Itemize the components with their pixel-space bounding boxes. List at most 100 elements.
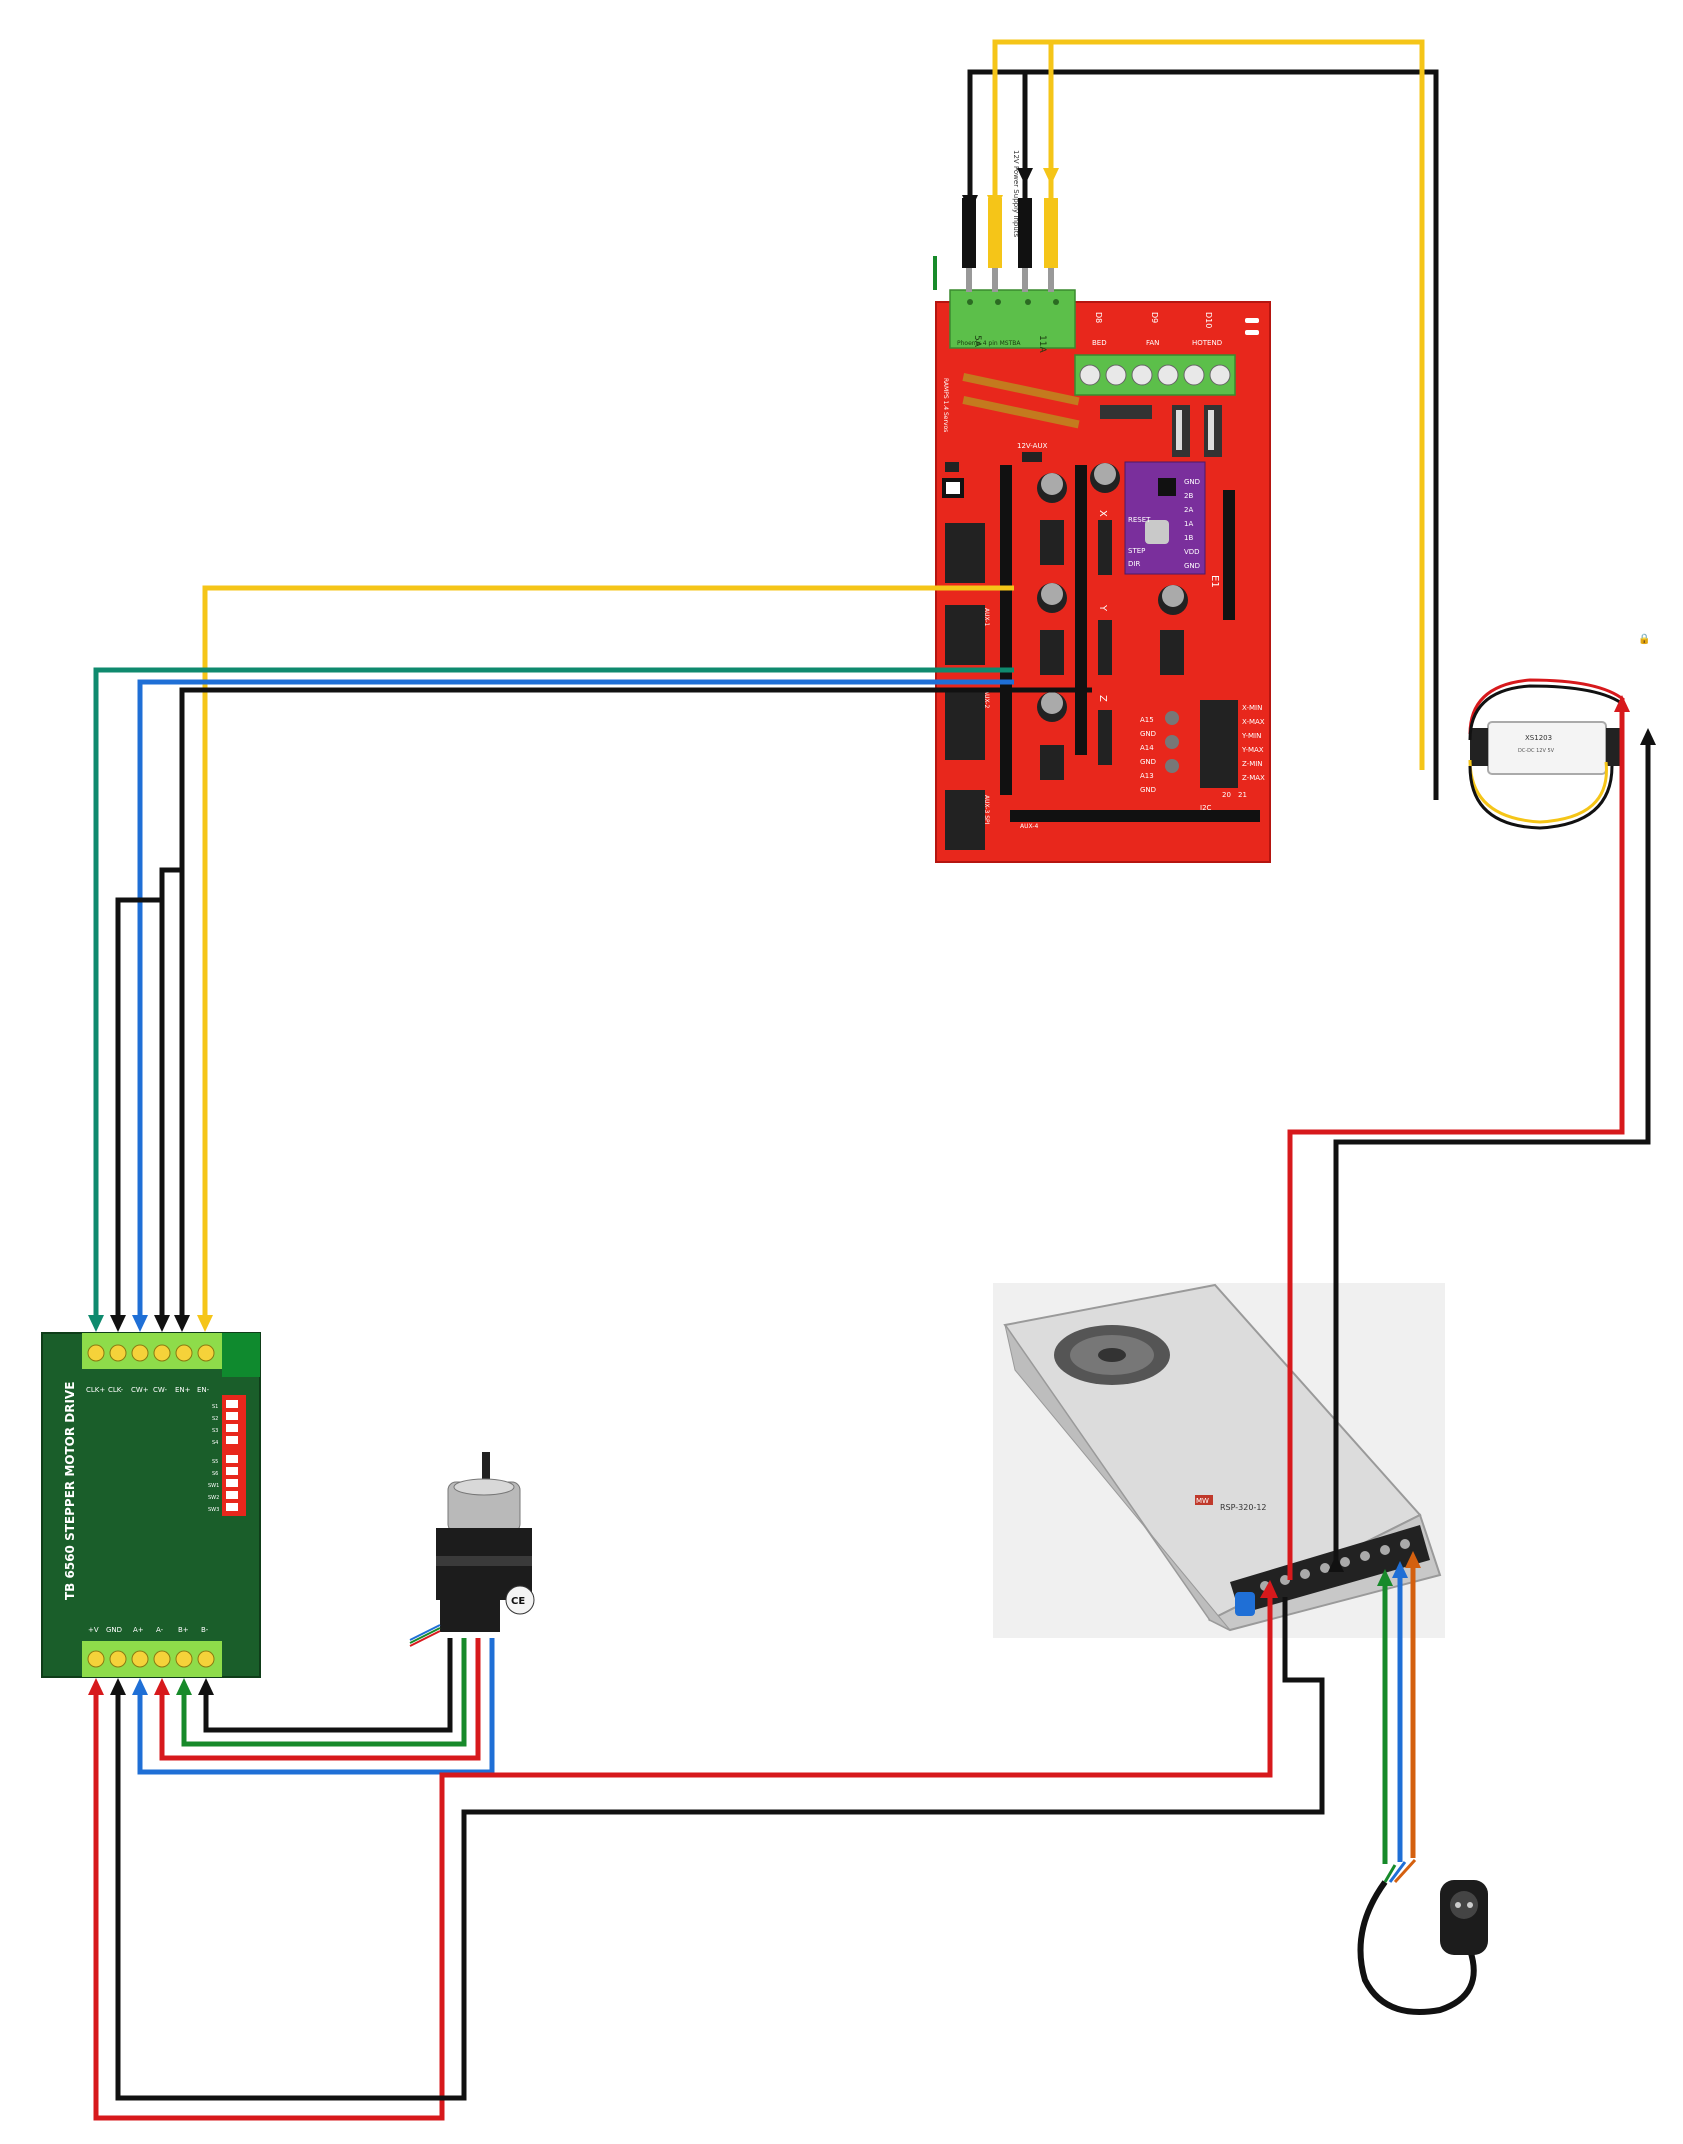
label-aux1: AUX-1 bbox=[983, 608, 990, 626]
endstop-1: X-MAX bbox=[1242, 718, 1265, 726]
analog-1: GND bbox=[1140, 730, 1156, 738]
stepstick-left-pin-1: STEP bbox=[1128, 547, 1145, 555]
power-supply: MW RSP-320-12 bbox=[993, 1283, 1445, 1638]
arrowheads bbox=[88, 168, 1656, 1695]
label-fan: FAN bbox=[1146, 339, 1159, 347]
terminal-label-11a: 11A bbox=[1037, 335, 1047, 353]
stepstick-driver: GND 2B 2A 1A 1B VDD GND RESET STEP DIR bbox=[1124, 461, 1206, 575]
endstop-3: Y-MAX bbox=[1241, 746, 1264, 754]
terminal-caption: Phoenix 4 pin MSTBA bbox=[957, 340, 1021, 347]
dip-label-2: S3 bbox=[212, 1428, 218, 1434]
dip2-label-0: SW1 bbox=[208, 1483, 219, 1489]
i2c-pin-20: 20 bbox=[1222, 791, 1231, 799]
wire-yellow-en bbox=[202, 585, 1014, 1318]
analog-3: GND bbox=[1140, 758, 1156, 766]
driver-top-label-3: CW- bbox=[153, 1386, 168, 1394]
endstop-4: Z-MIN bbox=[1242, 760, 1263, 768]
label-hotend: HOTEND bbox=[1192, 339, 1222, 347]
wire-motor-red bbox=[159, 1638, 481, 1761]
analog-5: GND bbox=[1140, 786, 1156, 794]
psu-model: RSP-320-12 bbox=[1220, 1503, 1267, 1512]
driver-top-screws bbox=[87, 1344, 215, 1362]
converter-sub: DC-DC 12V 5V bbox=[1518, 748, 1555, 754]
i2c-label: I2C bbox=[1200, 804, 1212, 812]
analog-0: A15 bbox=[1140, 716, 1154, 724]
psu-brand: MW bbox=[1196, 1497, 1209, 1505]
endstop-2: Y-MIN bbox=[1241, 732, 1261, 740]
ce-badge bbox=[505, 1585, 535, 1615]
endstop-0: X-MIN bbox=[1242, 704, 1262, 712]
stepstick-pin-5: VDD bbox=[1184, 548, 1200, 556]
wire-black-top-1 bbox=[967, 69, 1439, 800]
i2c-pin-21: 21 bbox=[1238, 791, 1247, 799]
dip-label-0: S1 bbox=[212, 1404, 218, 1410]
wire-black-gnd-3 bbox=[115, 897, 162, 1318]
capacitors bbox=[1037, 463, 1188, 722]
driver-bottom-screws bbox=[87, 1650, 215, 1668]
wires bbox=[93, 39, 1651, 2121]
label-aux3: AUX-3 SPI bbox=[983, 795, 990, 825]
stepstick-pin-1: 2B bbox=[1184, 492, 1193, 500]
endstop-headers: X-MIN X-MAX Y-MIN Y-MAX Z-MIN Z-MAX I2C … bbox=[1200, 700, 1265, 812]
terminal-label-5a: 5A bbox=[972, 335, 982, 348]
label-d9: D9 bbox=[1150, 312, 1159, 323]
axis-label-e1: E1 bbox=[1209, 575, 1220, 588]
wire-black-gnd-2 bbox=[159, 867, 182, 1318]
label-d8: D8 bbox=[1094, 312, 1103, 323]
wire-converter-red bbox=[1287, 712, 1625, 1580]
label-aux2: AUX-2 bbox=[983, 690, 990, 708]
converter-label: XS1203 bbox=[1525, 734, 1552, 742]
dip2-label-1: SW2 bbox=[208, 1495, 219, 1501]
driver-top-label-1: CLK- bbox=[108, 1386, 124, 1394]
driver-top-label-5: EN- bbox=[197, 1386, 210, 1394]
wire-motor-green bbox=[181, 1638, 467, 1747]
analog-2: A14 bbox=[1140, 744, 1154, 752]
wall-plug bbox=[1357, 1858, 1488, 2015]
label-d10: D10 bbox=[1204, 312, 1213, 328]
label-aux4: AUX-4 bbox=[1020, 823, 1038, 830]
ramps-power-terminal: 5A 11A Phoenix 4 pin MSTBA bbox=[949, 289, 1076, 353]
stepstick-pin-6: GND bbox=[1184, 562, 1200, 570]
wire-driver-power-red bbox=[93, 1597, 1273, 2121]
stepstick-pin-4: 1B bbox=[1184, 534, 1193, 542]
driver-bottom-label-5: B- bbox=[201, 1626, 209, 1634]
dc-dc-converter: XS1203 DC-DC 12V 5V 🔒 bbox=[1468, 633, 1650, 830]
wire-black-gnd bbox=[179, 687, 1092, 1318]
dip-label-4: S5 bbox=[212, 1459, 218, 1465]
psu-fan bbox=[1054, 1325, 1170, 1385]
driver-title: TB 6560 STEPPER MOTOR DRIVE bbox=[63, 1382, 77, 1600]
mosfet-terminal-block bbox=[1074, 354, 1236, 396]
label-12v-aux: 12V-AUX bbox=[1017, 442, 1048, 450]
dip-label-3: S4 bbox=[212, 1440, 218, 1446]
driver-bottom-label-4: B+ bbox=[178, 1626, 189, 1634]
wire-motor-black bbox=[203, 1638, 453, 1733]
wire-motor-blue bbox=[137, 1638, 495, 1775]
tb6560-driver: CLK+ CLK- CW+ CW- EN+ EN- +V GND A+ A- B… bbox=[41, 1332, 261, 1678]
lock-icon: 🔒 bbox=[1638, 633, 1650, 645]
driver-top-label-2: CW+ bbox=[131, 1386, 149, 1394]
analog-4: A13 bbox=[1140, 772, 1154, 780]
wire-driver-power-black bbox=[115, 1597, 1325, 2101]
driver-dip-switches: S1 S2 S3 S4 S5 S6 SW1 SW2 SW3 bbox=[208, 1395, 246, 1516]
label-bed: BED bbox=[1092, 339, 1107, 347]
dip-label-1: S2 bbox=[212, 1416, 218, 1422]
driver-bottom-label-0: +V bbox=[88, 1626, 99, 1634]
wire-yellow-top-1 bbox=[992, 39, 1425, 770]
driver-top-label-0: CLK+ bbox=[86, 1386, 105, 1394]
dip2-label-2: SW3 bbox=[208, 1507, 219, 1513]
stepstick-left-pin-2: DIR bbox=[1128, 560, 1140, 568]
dip-label-5: S6 bbox=[212, 1471, 218, 1477]
stepper-motor: CE bbox=[409, 1452, 535, 1647]
wire-teal-clk bbox=[93, 667, 1014, 1318]
driver-bottom-label-2: A+ bbox=[133, 1626, 144, 1634]
wire-converter-black bbox=[1333, 745, 1651, 1570]
motor-ce-mark: CE bbox=[511, 1596, 525, 1607]
ramps-board: 5A 11A Phoenix 4 pin MSTBA 12V Power Sup… bbox=[935, 150, 1271, 863]
wire-blue-cw bbox=[137, 679, 1014, 1318]
stepstick-pin-3: 1A bbox=[1184, 520, 1193, 528]
driver-bottom-label-1: GND bbox=[106, 1626, 122, 1634]
supply-inputs-label: 12V Power Supply Inputs bbox=[1012, 150, 1020, 238]
stepstick-pin-2: 2A bbox=[1184, 506, 1193, 514]
stepstick-left-pin-0: RESET bbox=[1128, 516, 1151, 524]
